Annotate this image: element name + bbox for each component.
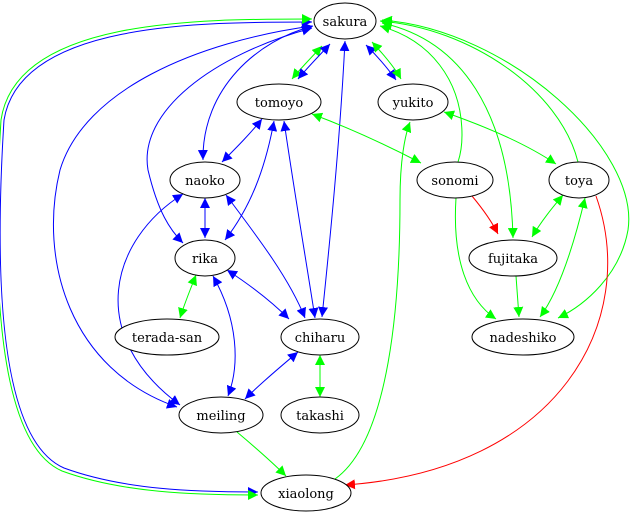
- edge-line: [344, 195, 609, 490]
- edge-line: [225, 194, 306, 319]
- node-label: terada-san: [132, 331, 203, 346]
- edge-line: [0, 17, 313, 497]
- edge-rika-terada-san: [178, 274, 197, 319]
- edge-sakura-yukito: [365, 44, 397, 81]
- node-nadeshiko[interactable]: nadeshiko: [471, 318, 575, 356]
- edge-line: [236, 431, 287, 477]
- edge-line: [53, 22, 313, 409]
- edge-line: [280, 120, 319, 319]
- edge-line: [318, 40, 350, 318]
- edge-line: [471, 195, 499, 235]
- node-takashi[interactable]: takashi: [280, 396, 360, 434]
- node-tomoyo[interactable]: tomoyo: [236, 83, 322, 121]
- node-label: sakura: [323, 15, 368, 30]
- edge-line: [291, 45, 323, 80]
- edge-line: [297, 43, 331, 80]
- node-sonomi[interactable]: sonomi: [416, 161, 494, 199]
- node-label: toya: [565, 174, 593, 189]
- nodes-layer: sakura tomoyo yukito naoko sonomi toya r…: [114, 2, 610, 512]
- edge-meiling-xiaolong: [236, 431, 287, 477]
- node-xiaolong[interactable]: xiaolong: [260, 474, 352, 512]
- edge-toya-nadeshiko: [539, 197, 588, 318]
- node-label: sonomi: [431, 174, 478, 189]
- edge-naoko-chiharu: [225, 194, 306, 319]
- edge-xiaolong-yukito: [334, 121, 412, 480]
- edge-line: [531, 194, 564, 238]
- edge-yukito-toya: [443, 110, 557, 165]
- edge-line: [381, 15, 630, 319]
- edge-line: [311, 112, 422, 164]
- edge-line: [221, 118, 263, 163]
- node-label: chiharu: [295, 331, 346, 346]
- edge-toya-fujitaka: [531, 194, 564, 238]
- node-label: rika: [192, 252, 218, 267]
- node-meiling[interactable]: meiling: [178, 396, 264, 434]
- edge-sakura-rika: [146, 25, 313, 244]
- edges-layer: [0, 14, 630, 500]
- edge-sakura-yukito: [371, 41, 402, 80]
- edge-chiharu-meiling: [244, 351, 299, 400]
- node-label: naoko: [185, 174, 225, 189]
- edge-line: [371, 41, 402, 80]
- node-yukito[interactable]: yukito: [377, 83, 449, 121]
- node-fujitaka[interactable]: fujitaka: [468, 239, 558, 277]
- edge-line: [226, 269, 290, 320]
- node-label: fujitaka: [488, 252, 538, 267]
- edge-sakura-tomoyo: [291, 45, 323, 80]
- edge-line: [454, 197, 497, 320]
- node-label: meiling: [196, 409, 245, 424]
- node-naoko[interactable]: naoko: [169, 161, 241, 199]
- edge-line: [117, 193, 184, 406]
- edge-line: [178, 274, 197, 319]
- node-label: yukito: [392, 96, 434, 111]
- edge-tomoyo-naoko: [221, 118, 263, 163]
- edge-sakura-chiharu: [318, 40, 350, 318]
- edge-rika-meiling: [212, 275, 237, 397]
- node-label: tomoyo: [255, 96, 304, 111]
- edge-sakura-xiaolong: [0, 17, 313, 497]
- edge-sonomi-nadeshiko: [454, 197, 497, 320]
- edge-rika-chiharu: [226, 269, 290, 320]
- edge-sakura-xiaolong: [0, 14, 313, 500]
- node-toya[interactable]: toya: [548, 161, 610, 199]
- edge-tomoyo-chiharu: [280, 120, 319, 319]
- edge-sonomi-fujitaka: [471, 195, 499, 235]
- edge-naoko-meiling: [117, 193, 184, 406]
- edge-sakura-tomoyo: [297, 43, 331, 80]
- node-rika[interactable]: rika: [174, 239, 236, 277]
- node-terada-san[interactable]: terada-san: [114, 318, 220, 356]
- edge-sakura-nadeshiko: [381, 15, 630, 319]
- edge-line: [443, 110, 557, 165]
- edge-sakura-meiling: [53, 22, 313, 409]
- edge-line: [0, 14, 313, 500]
- edge-toya-xiaolong: [344, 195, 609, 490]
- node-label: xiaolong: [278, 487, 334, 502]
- edge-line: [244, 351, 299, 400]
- node-label: takashi: [296, 409, 344, 424]
- edge-fujitaka-nadeshiko: [513, 275, 524, 318]
- edge-line: [334, 121, 412, 480]
- edge-line: [212, 275, 237, 397]
- node-chiharu[interactable]: chiharu: [280, 318, 360, 356]
- node-sakura[interactable]: sakura: [313, 2, 377, 40]
- edge-line: [146, 25, 313, 244]
- edge-line: [539, 197, 588, 318]
- node-label: nadeshiko: [489, 331, 556, 346]
- edge-tomoyo-sonomi: [311, 112, 422, 164]
- edge-line: [365, 44, 397, 81]
- edge-line: [513, 275, 524, 318]
